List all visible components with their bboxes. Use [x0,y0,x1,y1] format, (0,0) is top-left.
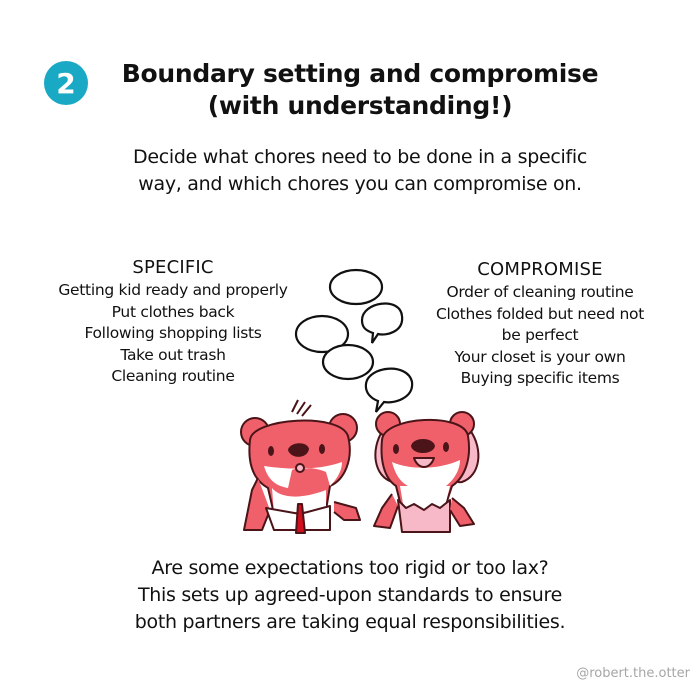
compromise-item: be perfect [501,326,579,344]
compromise-list: COMPROMISE Order of cleaning routine Clo… [405,258,675,390]
specific-item: Following shopping lists [84,324,262,342]
intro-line-2: way, and which chores you can compromise… [138,173,582,195]
specific-item: Take out trash [120,345,226,364]
step-number-badge: 2 [44,61,88,105]
speech-bubbles-icon [294,268,414,413]
intro-text: Decide what chores need to be done in a … [100,144,620,198]
author-credit: @robert.the.otter [576,666,690,681]
compromise-item: Clothes folded but need not [435,304,645,323]
specific-heading: SPECIFIC [132,257,214,278]
specific-item: Getting kid ready and properly [58,281,288,299]
specific-item: Cleaning routine [111,367,235,385]
step-number: 2 [56,66,76,100]
title-line-2: (with understanding!) [207,91,513,120]
closing-line-2: This sets up agreed-upon standards to en… [137,584,563,606]
compromise-item: Order of cleaning routine [446,283,634,301]
closing-text: Are some expectations too rigid or too l… [80,555,620,636]
specific-list: SPECIFIC Getting kid ready and properly … [28,256,318,388]
compromise-item: Your closet is your own [454,347,626,366]
intro-line-1: Decide what chores need to be done in a … [133,146,587,168]
otter-in-shirt-and-tie-icon [240,399,361,534]
compromise-item: Buying specific items [460,369,620,387]
title-line-1: Boundary setting and compromise [121,59,599,88]
otter-in-pink-dress-icon [373,411,480,533]
closing-line-1: Are some expectations too rigid or too l… [151,557,549,579]
compromise-heading: COMPROMISE [477,259,603,280]
closing-line-3: both partners are taking equal responsib… [134,611,566,633]
page-title: Boundary setting and compromise (with un… [100,58,620,122]
specific-item: Put clothes back [111,302,235,321]
